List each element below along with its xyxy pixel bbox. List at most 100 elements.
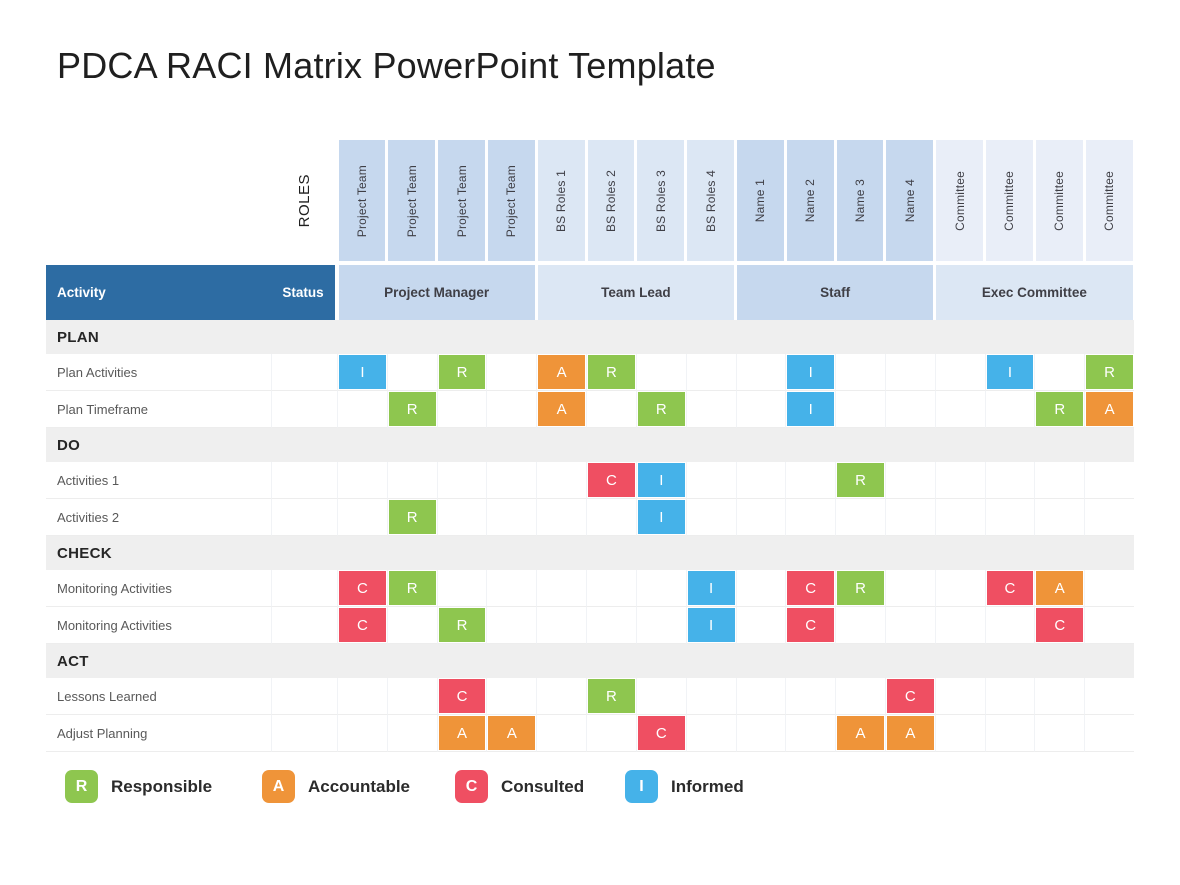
column-header-text: Name 2	[803, 179, 818, 223]
column-header-bs-roles-4: BS Roles 4	[686, 140, 736, 265]
section-label: CHECK	[57, 544, 112, 562]
raci-cell-a: A	[884, 715, 935, 753]
column-header-text: Committee	[1102, 170, 1117, 231]
raci-cell-empty	[984, 678, 1035, 716]
activity-label: Lessons Learned	[57, 688, 157, 704]
column-header-text: BS Roles 2	[603, 169, 618, 232]
raci-cell-r: R	[835, 570, 885, 608]
raci-cell-c: C	[337, 570, 387, 608]
raci-cell-empty	[486, 499, 537, 537]
column-header-strip: Committee	[1085, 140, 1133, 262]
raci-c-marker: C	[787, 571, 835, 606]
raci-cell-empty	[685, 354, 736, 392]
activity-row-label-monitoring-activities: Monitoring Activities	[46, 570, 271, 608]
raci-cell-a: A	[1034, 570, 1085, 608]
status-cell	[271, 499, 337, 537]
raci-cell-empty	[486, 391, 537, 429]
column-header-text: Project Team	[504, 164, 519, 237]
raci-cell-r: R	[635, 391, 686, 429]
group-header-exec-committee: Exec Committee	[936, 265, 1133, 321]
raci-cell-empty	[735, 570, 786, 608]
legend-a-badge-icon: A	[262, 770, 295, 804]
column-header-text: Name 3	[853, 179, 868, 223]
column-header-text: Committee	[1002, 170, 1017, 231]
raci-cell-empty	[785, 499, 836, 537]
roles-label-cell: ROLES	[271, 140, 337, 265]
page-title: PDCA RACI Matrix PowerPoint Template	[57, 45, 716, 86]
raci-cell-r: R	[386, 391, 437, 429]
column-header-project-team: Project Team	[387, 140, 437, 265]
column-header-name-3: Name 3	[835, 140, 885, 265]
legend-r-badge-icon: R	[65, 770, 98, 804]
raci-cell-empty	[1034, 499, 1085, 537]
raci-cell-empty	[884, 570, 935, 608]
raci-cell-empty	[984, 391, 1035, 429]
status-cell	[271, 607, 337, 645]
raci-cell-empty	[486, 462, 537, 500]
raci-a-marker: A	[438, 716, 486, 751]
raci-r-marker: R	[637, 392, 685, 427]
raci-cell-empty	[337, 715, 387, 753]
raci-cell-empty	[337, 678, 387, 716]
column-header-strip: Name 4	[886, 140, 934, 262]
legend-label: Accountable	[308, 776, 411, 796]
activity-row-label-lessons-learned: Lessons Learned	[46, 678, 271, 716]
column-header-strip: Name 2	[786, 140, 834, 262]
activity-label: Plan Activities	[57, 364, 138, 380]
column-header-text: Project Team	[454, 164, 469, 237]
column-header-project-team: Project Team	[486, 140, 536, 265]
raci-cell-empty	[735, 715, 786, 753]
raci-cell-a: A	[536, 354, 587, 392]
raci-cell-empty	[934, 499, 985, 537]
raci-cell-a: A	[536, 391, 587, 429]
raci-cell-empty	[735, 462, 786, 500]
raci-cell-empty	[785, 678, 836, 716]
column-header-text: BS Roles 1	[554, 169, 569, 232]
raci-cell-c: C	[785, 570, 836, 608]
raci-c-marker: C	[886, 679, 934, 714]
column-header-strip: BS Roles 2	[587, 140, 635, 262]
raci-cell-empty	[884, 462, 935, 500]
raci-cell-c: C	[337, 607, 387, 645]
column-header-project-team: Project Team	[337, 140, 387, 265]
raci-cell-empty	[386, 354, 437, 392]
raci-r-marker: R	[438, 355, 486, 390]
activity-label: Adjust Planning	[57, 725, 148, 741]
raci-cell-empty	[934, 607, 985, 645]
activity-row-label-plan-activities: Plan Activities	[46, 354, 271, 392]
raci-cell-c: C	[1034, 607, 1085, 645]
activity-column-header: Activity	[57, 285, 106, 301]
raci-cell-r: R	[1034, 391, 1085, 429]
activity-label: Activities 2	[57, 509, 120, 525]
raci-cell-r: R	[386, 570, 437, 608]
column-header-text: Name 4	[902, 179, 917, 223]
raci-cell-empty	[635, 607, 686, 645]
raci-r-marker: R	[388, 392, 436, 427]
raci-cell-i: I	[635, 499, 686, 537]
raci-cell-r: R	[586, 354, 636, 392]
raci-cell-empty	[835, 354, 885, 392]
column-header-committee: Committee	[935, 140, 985, 265]
raci-cell-empty	[586, 570, 636, 608]
status-cell	[271, 678, 337, 716]
activity-row-label-activities-1: Activities 1	[46, 462, 271, 500]
raci-r-marker: R	[1036, 392, 1084, 427]
raci-cell-empty	[486, 354, 537, 392]
section-header-do: DO	[46, 428, 1134, 463]
legend-label: Responsible	[111, 776, 213, 796]
group-header-team-lead: Team Lead	[537, 265, 734, 321]
raci-cell-r: R	[436, 354, 487, 392]
raci-cell-empty	[1084, 607, 1134, 645]
raci-cell-empty	[735, 354, 786, 392]
raci-c-marker: C	[339, 608, 386, 643]
raci-i-marker: I	[687, 571, 735, 606]
raci-cell-i: I	[685, 607, 736, 645]
group-header-label: Exec Committee	[981, 285, 1087, 301]
column-header-strip: Name 1	[737, 140, 784, 262]
activity-label: Monitoring Activities	[57, 617, 172, 633]
raci-cell-r: R	[1084, 354, 1134, 392]
column-header-strip: Name 3	[836, 140, 884, 262]
raci-a-marker: A	[1036, 571, 1084, 606]
column-header-strip: BS Roles 4	[687, 140, 734, 262]
legend-label: Informed	[671, 776, 744, 796]
